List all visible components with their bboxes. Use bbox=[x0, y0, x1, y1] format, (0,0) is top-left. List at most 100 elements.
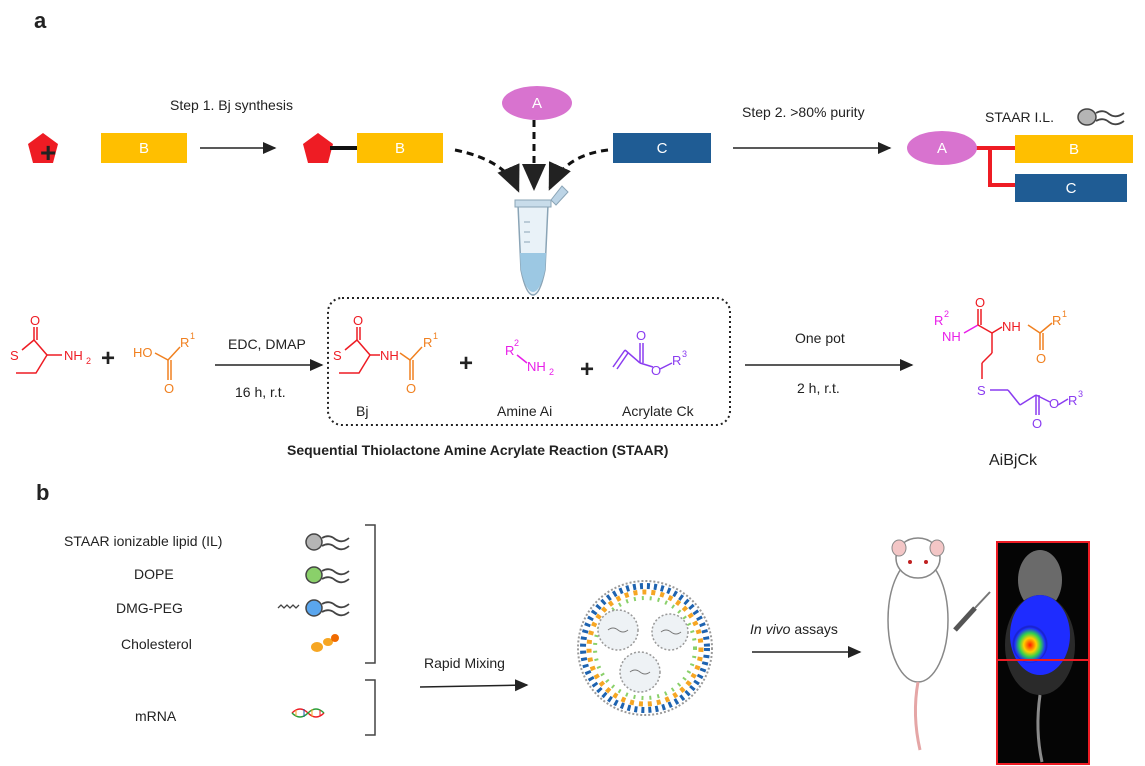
panel-a-scheme bbox=[28, 108, 1125, 296]
acid-structure bbox=[154, 346, 181, 380]
chem-o-3: O bbox=[353, 313, 363, 328]
component-dmg-peg: DMG-PEG bbox=[116, 600, 183, 616]
invivo-label: In vivo assays bbox=[750, 621, 838, 637]
amine-bond bbox=[516, 354, 528, 364]
chem-s-3: S bbox=[977, 383, 986, 398]
lipid-bracket bbox=[365, 524, 376, 664]
component-cholesterol: Cholesterol bbox=[121, 636, 192, 652]
panel-b-label: b bbox=[36, 480, 50, 505]
reaction-title: Sequential Thiolactone Amine Acrylate Re… bbox=[287, 442, 668, 458]
chem-o-8: O bbox=[1036, 351, 1046, 366]
product-label: AiBjCk bbox=[989, 452, 1038, 469]
block-a-amine: A bbox=[502, 86, 572, 120]
mouse-icon bbox=[887, 537, 991, 751]
chem-nh-1: NH bbox=[64, 348, 83, 363]
component-mrna: mRNA bbox=[135, 708, 177, 724]
chem-r-7: R bbox=[1068, 393, 1077, 408]
lnp-particle-icon bbox=[577, 580, 713, 716]
plus-1: + bbox=[101, 345, 115, 372]
step1-label: Step 1. Bj synthesis bbox=[170, 97, 293, 113]
bj-label: Bj bbox=[356, 403, 369, 419]
chem-o-1: O bbox=[30, 313, 40, 328]
chem-r-4: R bbox=[672, 353, 681, 368]
chem-ho: HO bbox=[133, 345, 153, 360]
reagents-label: EDC, DMAP bbox=[228, 336, 306, 352]
invivo-rest: assays bbox=[790, 621, 838, 637]
reaction-title-post: ) bbox=[663, 442, 669, 458]
chem-r-2: R bbox=[423, 335, 432, 350]
cholesterol-icon bbox=[311, 634, 339, 652]
chem-sub2-1: 2 bbox=[86, 356, 91, 366]
lipid-icon bbox=[1077, 108, 1125, 126]
acrylate-structure bbox=[612, 343, 673, 370]
chem-r-5: R bbox=[934, 313, 943, 328]
chem-r-6: R bbox=[1052, 313, 1061, 328]
component-ionizable-lipid: STAAR ionizable lipid (IL) bbox=[64, 533, 223, 549]
ionizable-lipid-icon bbox=[305, 533, 350, 551]
thiolactone-structure bbox=[16, 327, 62, 374]
plus-2: + bbox=[459, 350, 473, 377]
panel-b-graphic bbox=[277, 524, 1090, 765]
amine-label: Amine Ai bbox=[497, 403, 553, 419]
mrna-icon bbox=[291, 708, 325, 718]
reaction-title-pre: Sequential Thiolactone Amine Acrylate Re… bbox=[287, 442, 617, 458]
mrna-bracket bbox=[365, 679, 376, 736]
chem-sup3-2: 3 bbox=[1078, 389, 1083, 399]
chem-nh-4: NH bbox=[942, 329, 961, 344]
reaction-title-abbr: STAAR bbox=[616, 442, 664, 458]
rapid-mixing-label: Rapid Mixing bbox=[424, 655, 505, 671]
invivo-italic: In vivo bbox=[750, 621, 791, 637]
chem-o-7: O bbox=[975, 295, 985, 310]
one-pot-conditions: 2 h, r.t. bbox=[797, 380, 840, 396]
dashed-arrow-c bbox=[548, 148, 609, 191]
block-b-bj: B bbox=[357, 133, 443, 163]
chem-o-10: O bbox=[1049, 396, 1059, 411]
chem-sup2-2: 2 bbox=[944, 309, 949, 319]
plus-3: + bbox=[580, 356, 594, 383]
conditions-label: 16 h, r.t. bbox=[235, 384, 286, 400]
chem-o-9: O bbox=[1032, 416, 1042, 431]
chem-sup1-1: 1 bbox=[190, 331, 195, 341]
product-block-a: A bbox=[907, 131, 977, 165]
acrylate-label: Acrylate Ck bbox=[622, 403, 694, 419]
dmg-peg-icon bbox=[277, 599, 350, 617]
chem-s-1: S bbox=[10, 348, 19, 363]
chem-sup1-3: 1 bbox=[1062, 309, 1067, 319]
thiolactone-pentagon bbox=[28, 133, 58, 163]
block-b-reagent: B bbox=[101, 133, 187, 163]
panel-a-label: a bbox=[34, 8, 47, 33]
chem-sup1-2: 1 bbox=[433, 331, 438, 341]
reaction-scheme: O S NH 2 + HO R 1 O O bbox=[10, 295, 1083, 431]
chem-r-1: R bbox=[180, 335, 189, 350]
chem-o-4: O bbox=[406, 381, 416, 396]
chem-s-2: S bbox=[333, 348, 342, 363]
legend-label: STAAR I.L. bbox=[985, 109, 1054, 125]
bj-pentagon bbox=[303, 133, 333, 163]
tube-icon bbox=[514, 185, 569, 296]
chem-o-2: O bbox=[164, 381, 174, 396]
one-pot-label: One pot bbox=[795, 330, 845, 346]
chem-r-3: R bbox=[505, 343, 514, 358]
component-dope: DOPE bbox=[134, 566, 174, 582]
block-c-acrylate: C bbox=[613, 133, 711, 163]
product-structure bbox=[963, 309, 1069, 415]
one-pot-box bbox=[327, 297, 731, 426]
chem-nh-5: NH bbox=[1002, 319, 1021, 334]
dope-icon bbox=[305, 566, 350, 584]
chem-nh-3: NH bbox=[527, 359, 546, 374]
bj-structure bbox=[339, 327, 423, 380]
product-link bbox=[975, 146, 1015, 187]
chem-sup3-1: 3 bbox=[682, 349, 687, 359]
chem-o-5: O bbox=[636, 328, 646, 343]
bioluminescence-image bbox=[996, 541, 1090, 765]
chem-sup2-1: 2 bbox=[514, 338, 519, 348]
dashed-arrow-b bbox=[454, 148, 520, 193]
product-block-c: C bbox=[1015, 174, 1127, 202]
rapid-mixing-arrow bbox=[419, 679, 529, 692]
chem-sub2-2: 2 bbox=[549, 367, 554, 377]
step2-label: Step 2. >80% purity bbox=[742, 104, 865, 120]
product-block-b: B bbox=[1015, 135, 1133, 163]
chem-nh-2: NH bbox=[380, 348, 399, 363]
plus-sign: + bbox=[40, 137, 57, 168]
